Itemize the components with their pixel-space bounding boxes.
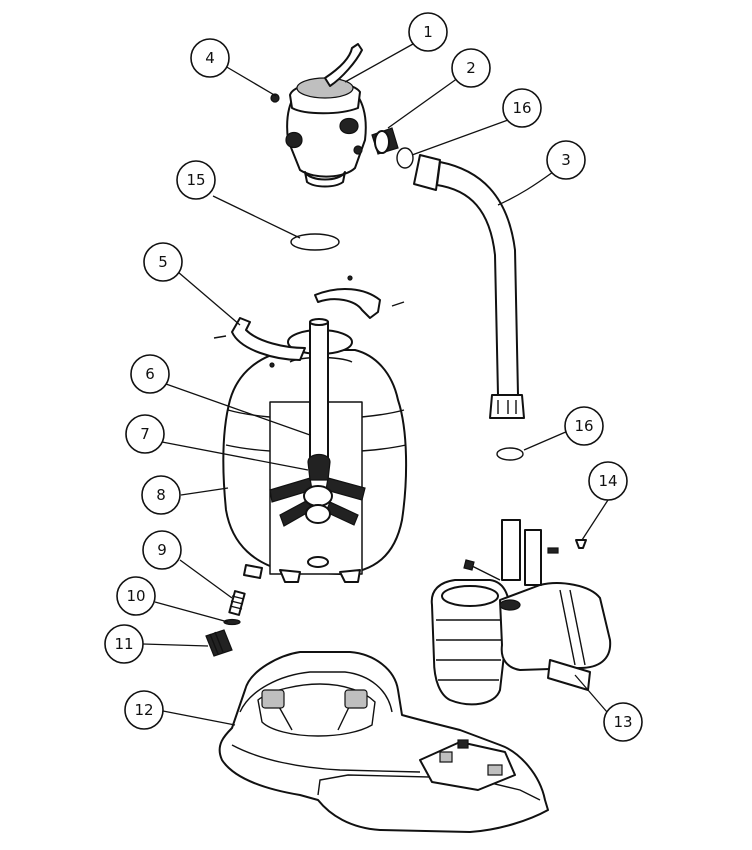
svg-text:9: 9 bbox=[157, 541, 167, 559]
part-base bbox=[218, 651, 549, 833]
callout-16-bottom: 16 bbox=[564, 406, 604, 446]
callout-5: 5 bbox=[143, 242, 183, 282]
leader-lines bbox=[142, 43, 609, 726]
part-union-fitting bbox=[371, 127, 399, 155]
part-laterals bbox=[269, 453, 366, 527]
svg-text:7: 7 bbox=[140, 425, 150, 443]
svg-text:14: 14 bbox=[598, 472, 617, 490]
callout-8: 8 bbox=[141, 475, 181, 515]
callout-14: 14 bbox=[588, 461, 628, 501]
part-tank-oring bbox=[290, 233, 340, 251]
svg-text:15: 15 bbox=[186, 171, 205, 189]
callout-9: 9 bbox=[142, 530, 182, 570]
part-drain-assembly bbox=[205, 564, 263, 657]
callout-16-top: 16 bbox=[502, 88, 542, 128]
svg-text:4: 4 bbox=[205, 49, 215, 67]
part-clamp bbox=[213, 275, 405, 368]
svg-text:12: 12 bbox=[134, 701, 153, 719]
callout-6: 6 bbox=[130, 354, 170, 394]
svg-text:3: 3 bbox=[561, 151, 571, 169]
callout-2: 2 bbox=[451, 48, 491, 88]
callout-4: 4 bbox=[190, 38, 230, 78]
part-hose bbox=[413, 154, 525, 419]
callout-12: 12 bbox=[124, 690, 164, 730]
svg-text:13: 13 bbox=[613, 713, 632, 731]
part-multiport-valve bbox=[270, 43, 367, 188]
svg-text:1: 1 bbox=[423, 23, 433, 41]
svg-text:2: 2 bbox=[466, 59, 476, 77]
callout-11: 11 bbox=[104, 624, 144, 664]
part-pump bbox=[430, 519, 612, 706]
svg-text:16: 16 bbox=[512, 99, 531, 117]
callout-10: 10 bbox=[116, 576, 156, 616]
part-union-oring-top bbox=[396, 147, 414, 169]
svg-text:11: 11 bbox=[114, 635, 133, 653]
callout-3: 3 bbox=[546, 140, 586, 180]
svg-text:16: 16 bbox=[574, 417, 593, 435]
part-union-oring-bottom bbox=[496, 447, 524, 461]
svg-text:5: 5 bbox=[158, 253, 168, 271]
svg-text:6: 6 bbox=[145, 365, 155, 383]
callout-13: 13 bbox=[603, 702, 643, 742]
callout-1: 1 bbox=[408, 12, 448, 52]
part-tank bbox=[222, 318, 408, 583]
callout-7: 7 bbox=[125, 414, 165, 454]
callout-15: 15 bbox=[176, 160, 216, 200]
svg-text:8: 8 bbox=[156, 486, 166, 504]
svg-text:10: 10 bbox=[126, 587, 145, 605]
